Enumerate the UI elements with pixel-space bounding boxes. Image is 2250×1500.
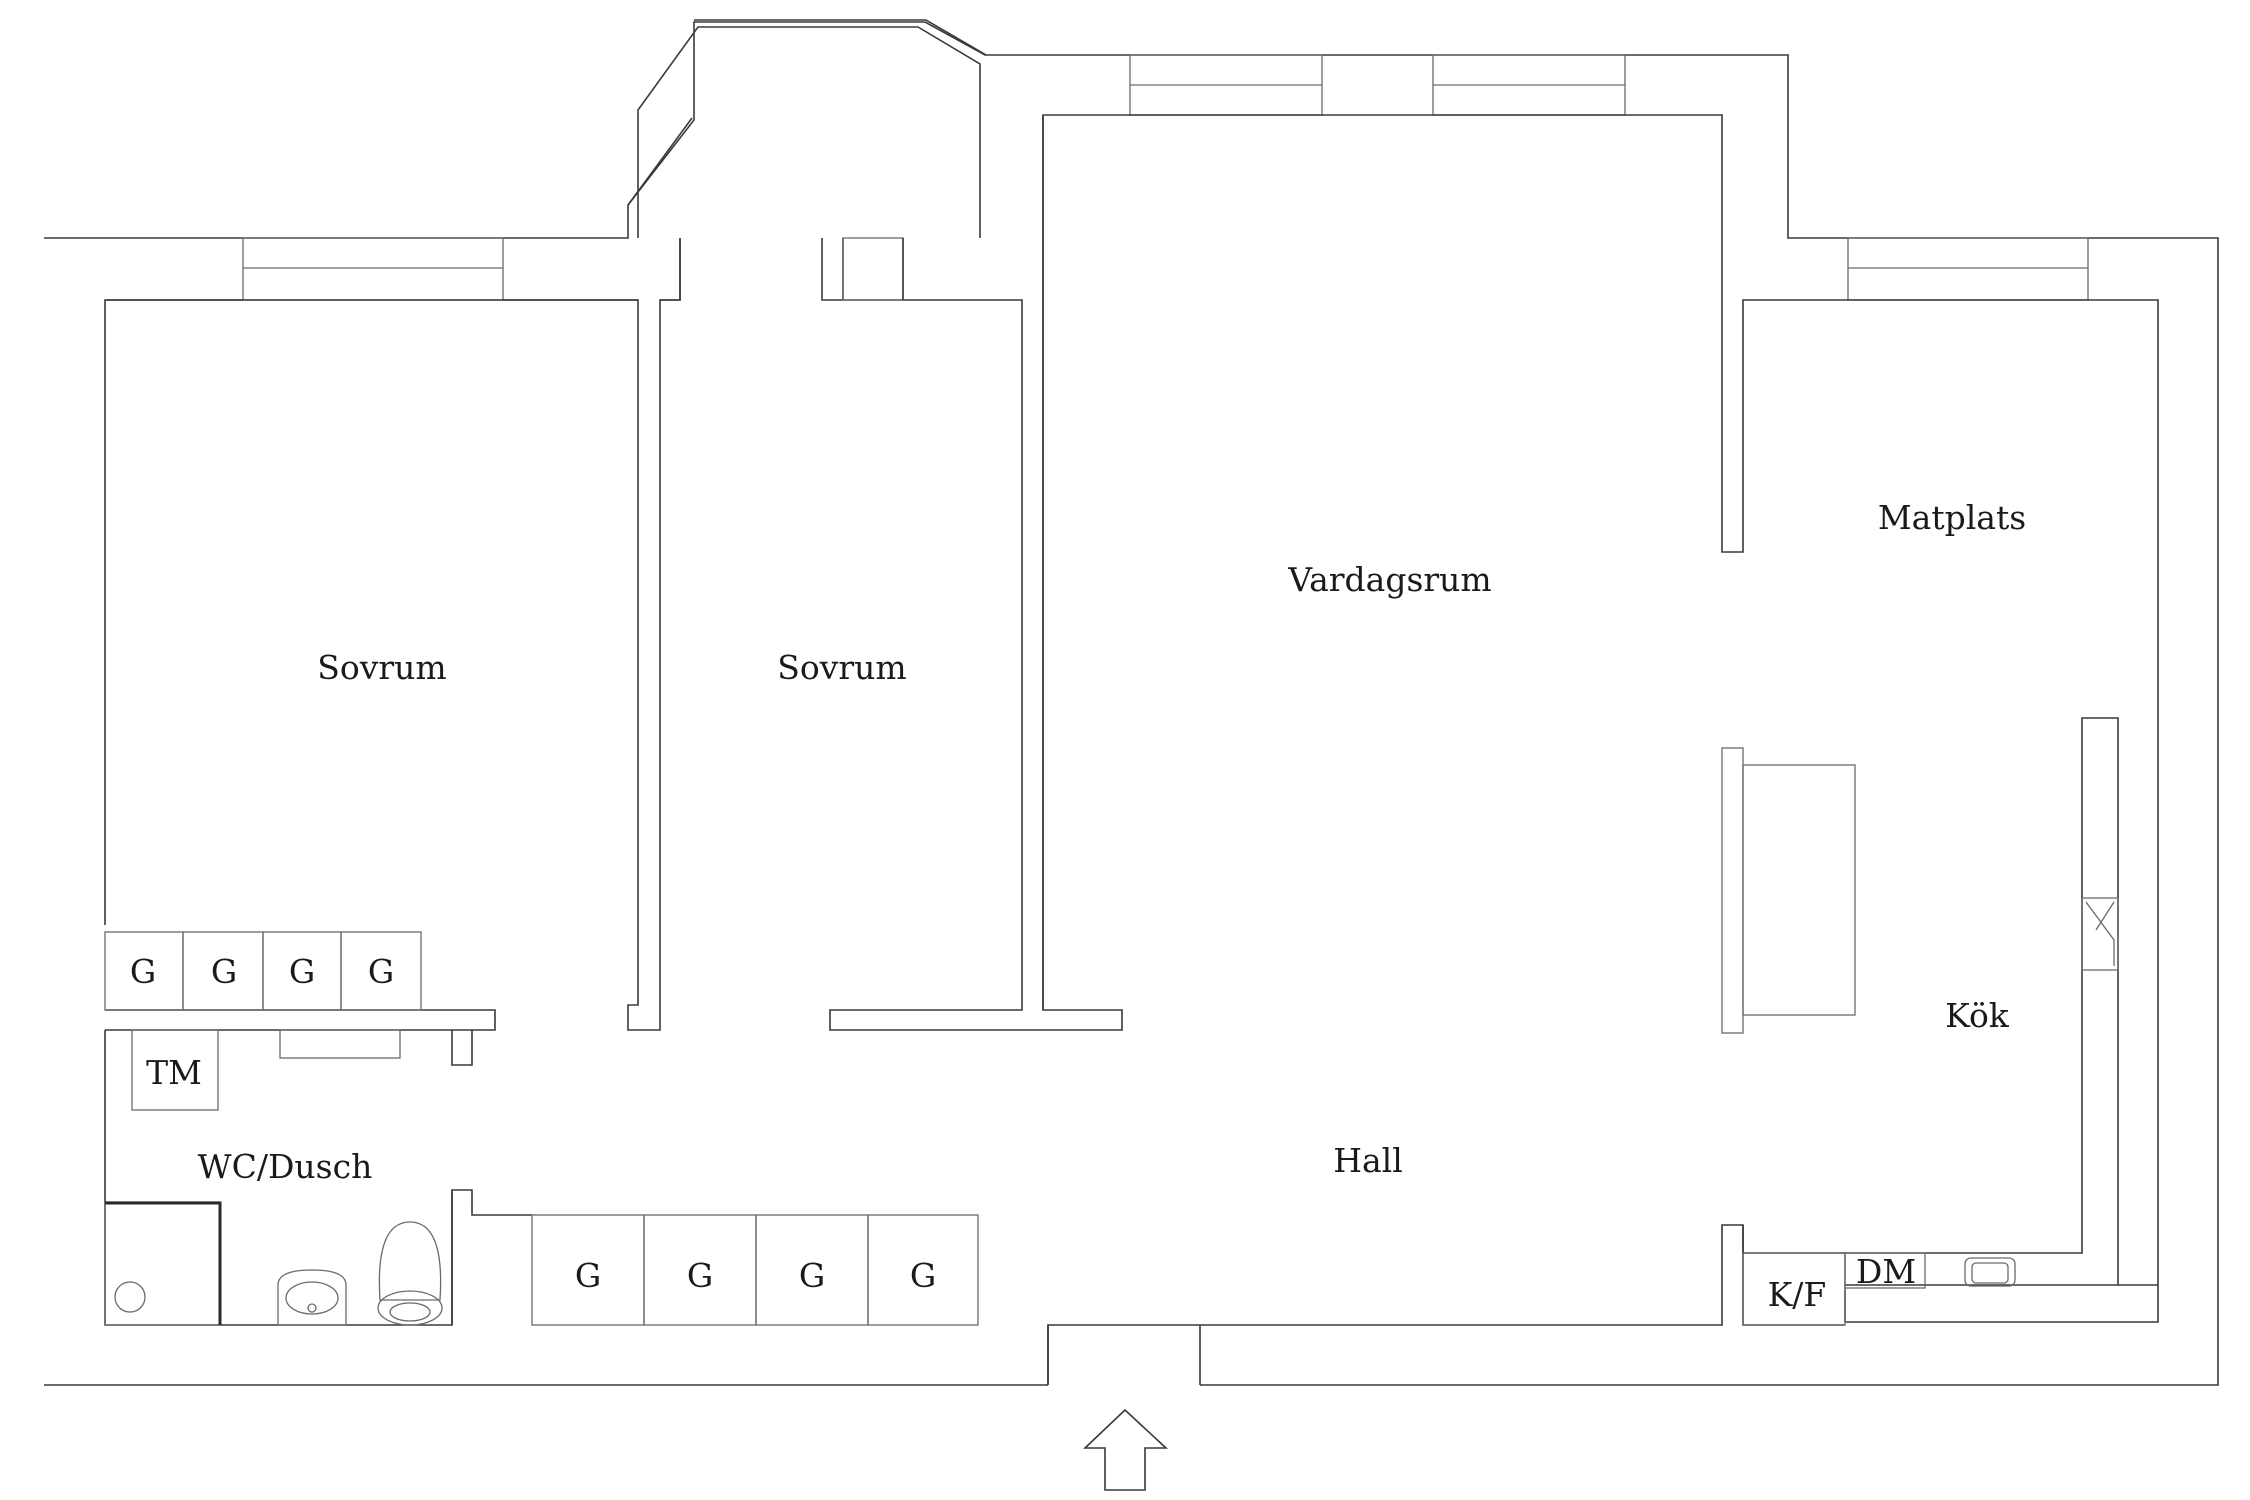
room-label-sovrum-left: Sovrum	[317, 648, 446, 687]
dm-label: DM	[1856, 1252, 1916, 1291]
room-label-matplats: Matplats	[1878, 498, 2026, 537]
closet-label: G	[799, 1256, 825, 1295]
entrance-arrow-icon	[1082, 1408, 1169, 1491]
tm-box	[131, 1029, 219, 1111]
closet-label: G	[575, 1256, 601, 1295]
closet-4	[340, 931, 422, 1011]
closet-label: G	[130, 952, 156, 991]
sink-icon	[277, 1269, 347, 1326]
closet-label: G	[289, 952, 315, 991]
room-label-vardagsrum: Vardagsrum	[1287, 560, 1491, 599]
closets	[104, 931, 979, 1326]
room-label-kok: Kök	[1945, 996, 2010, 1035]
appliances	[1742, 1252, 1846, 1326]
closet-label: G	[211, 952, 237, 991]
outer-walls	[44, 19, 2219, 1386]
tm-label: TM	[146, 1053, 202, 1092]
kf-box	[1742, 1252, 1846, 1326]
room-label-hall: Hall	[1333, 1141, 1403, 1180]
windows	[242, 54, 2089, 301]
closet-label: G	[687, 1256, 713, 1295]
closet-8	[867, 1214, 979, 1326]
closet-label: G	[910, 1256, 936, 1295]
interior-walls	[104, 114, 2159, 1385]
room-label-sovrum-mid: Sovrum	[777, 648, 906, 687]
closet-label: G	[368, 952, 394, 991]
toilet-icon	[377, 1221, 443, 1326]
kitchen	[1721, 717, 2158, 1322]
bathroom-fixtures	[104, 1029, 443, 1326]
room-label-wc: WC/Dusch	[198, 1147, 373, 1186]
kf-label: K/F	[1768, 1275, 1827, 1314]
